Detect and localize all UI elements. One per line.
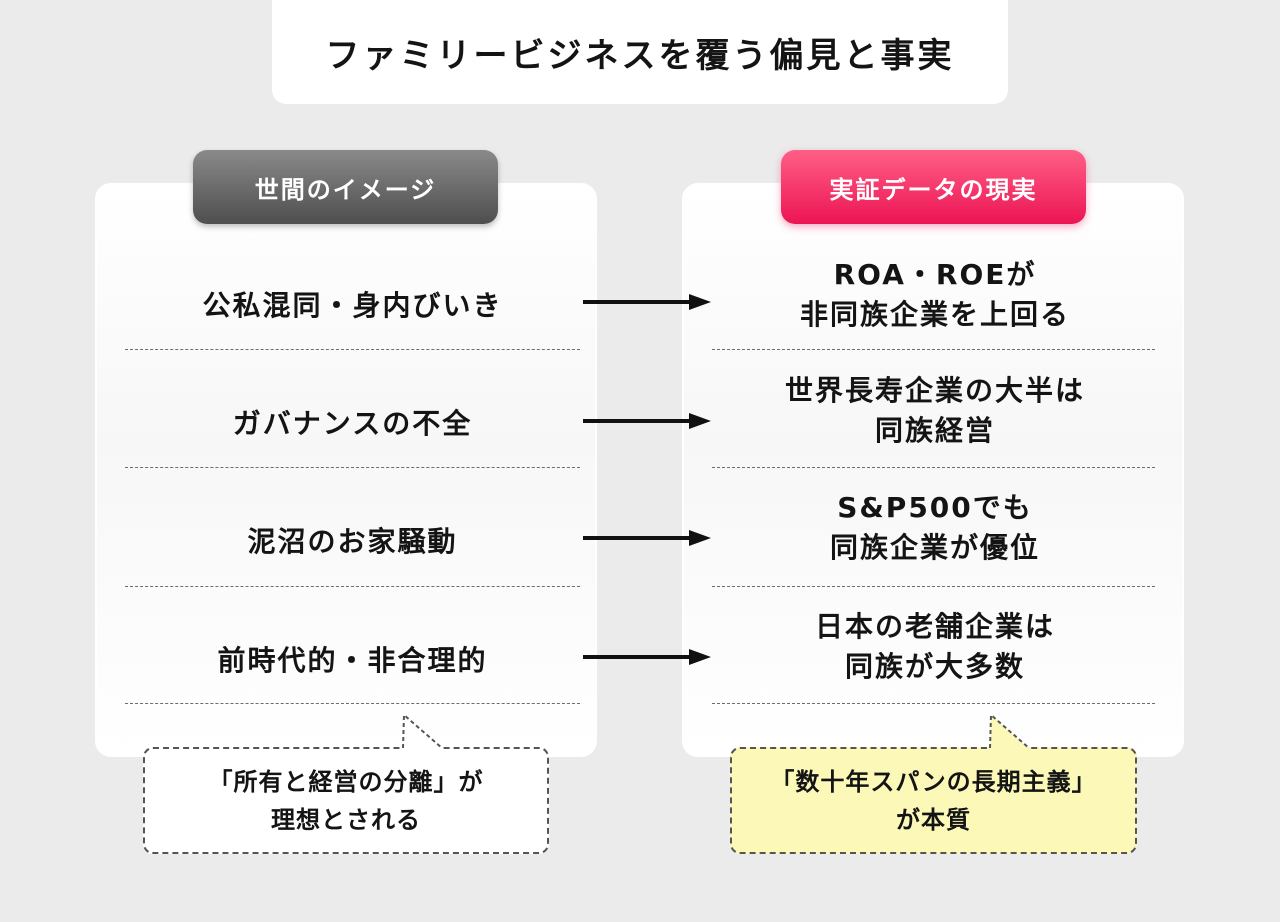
right-callout: 「数十年スパンの長期主義」 が本質 — [730, 747, 1137, 854]
right-item-3-line1: S&P500でも — [837, 490, 1033, 524]
right-item-4: 日本の老舗企業は 同族が大多数 — [715, 588, 1155, 705]
arrow-right-icon — [583, 294, 711, 310]
right-header: 実証データの現実 — [781, 150, 1086, 224]
left-divider-1 — [125, 349, 580, 350]
left-divider-2 — [125, 467, 580, 468]
right-item-3: S&P500でも 同族企業が優位 — [715, 469, 1155, 586]
left-callout-line2: 理想とされる — [271, 805, 421, 834]
right-item-4-line2: 同族が大多数 — [844, 649, 1025, 683]
left-item-3: 泥沼のお家騒動 — [247, 524, 458, 558]
diagram-title: ファミリービジネスを覆う偏見と事実 — [325, 35, 955, 76]
right-item-2: 世界長寿企業の大半は 同族経営 — [715, 352, 1155, 469]
left-callout: 「所有と経営の分離」が 理想とされる — [143, 747, 549, 854]
right-callout-line2: が本質 — [896, 805, 971, 834]
right-divider-3 — [712, 586, 1155, 587]
right-item-4-line1: 日本の老舗企業は — [814, 609, 1055, 643]
left-header: 世間のイメージ — [193, 150, 498, 224]
right-item-1-line2: 非同族企業を上回る — [799, 297, 1070, 331]
right-divider-4 — [712, 703, 1155, 704]
right-divider-2 — [712, 467, 1155, 468]
right-divider-1 — [712, 349, 1155, 350]
right-panel — [682, 183, 1184, 757]
left-item-4: 前時代的・非合理的 — [217, 643, 488, 677]
left-item-2: ガバナンスの不全 — [232, 406, 473, 440]
left-callout-line1: 「所有と経営の分離」が — [208, 767, 484, 796]
arrow-right-icon — [583, 530, 711, 546]
title-box: ファミリービジネスを覆う偏見と事実 — [272, 0, 1008, 104]
left-panel — [95, 183, 597, 757]
right-callout-line1: 「数十年スパンの長期主義」 — [770, 767, 1097, 796]
right-callout-tail — [989, 713, 1030, 749]
right-item-1: ROA・ROEが 非同族企業を上回る — [715, 236, 1155, 353]
arrow-right-icon — [583, 413, 711, 429]
right-item-2-line1: 世界長寿企業の大半は — [784, 373, 1085, 407]
left-divider-4 — [125, 703, 580, 704]
arrow-right-icon — [583, 649, 711, 665]
right-item-3-line2: 同族企業が優位 — [829, 530, 1040, 564]
left-callout-tail — [402, 713, 443, 749]
left-divider-3 — [125, 586, 580, 587]
left-item-1: 公私混同・身内びいき — [202, 288, 503, 322]
right-item-2-line2: 同族経営 — [874, 413, 995, 447]
right-item-1-line1: ROA・ROEが — [833, 257, 1037, 291]
